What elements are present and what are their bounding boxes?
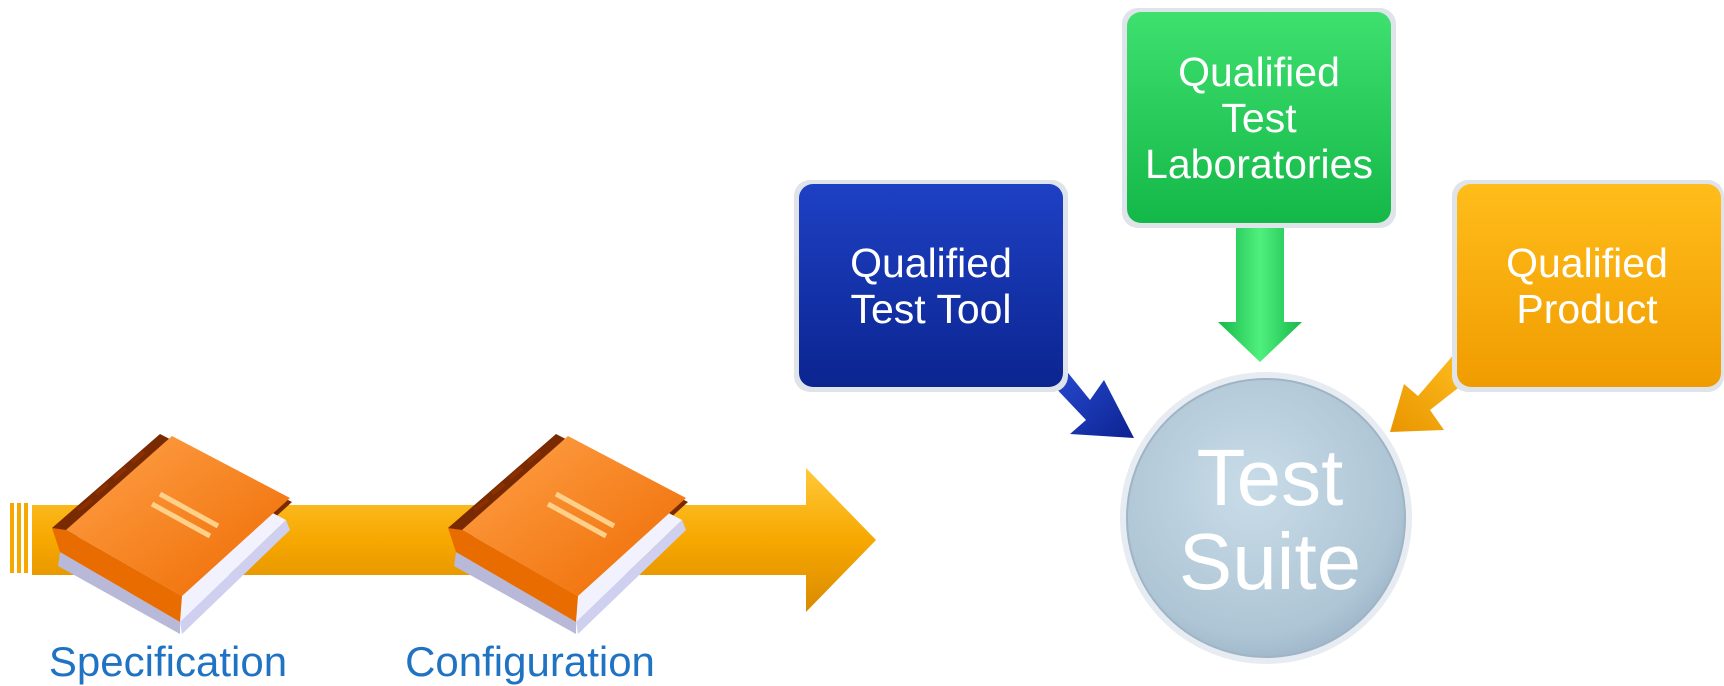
arrow-from-test-labs [1218, 226, 1302, 362]
test-labs-line2: Test [1221, 95, 1297, 141]
product-box [1452, 180, 1724, 392]
test-labs-label: Qualified Test Laboratories [1124, 12, 1394, 224]
product-line1: Qualified [1506, 240, 1668, 286]
product-label: Qualified Product [1454, 182, 1720, 390]
book-icon [52, 434, 292, 634]
arrow-from-test-tool [1050, 358, 1134, 438]
test-tool-line1: Qualified [850, 240, 1012, 286]
test-suite-line1: Test [1196, 433, 1344, 522]
test-tool-box [794, 180, 1068, 392]
test-suite-label: Test Suite [1120, 375, 1420, 665]
test-labs-line3: Laboratories [1145, 141, 1373, 187]
configuration-label: Configuration [405, 638, 655, 685]
test-suite-circle [1120, 372, 1412, 664]
book-icon [448, 434, 688, 634]
test-tool-line2: Test Tool [850, 286, 1012, 332]
product-line2: Product [1516, 286, 1658, 332]
test-tool-label: Qualified Test Tool [796, 182, 1066, 390]
specification-label: Specification [48, 638, 288, 685]
test-suite-line2: Suite [1178, 517, 1362, 606]
test-labs-line1: Qualified [1178, 49, 1340, 95]
test-labs-box [1122, 8, 1396, 228]
